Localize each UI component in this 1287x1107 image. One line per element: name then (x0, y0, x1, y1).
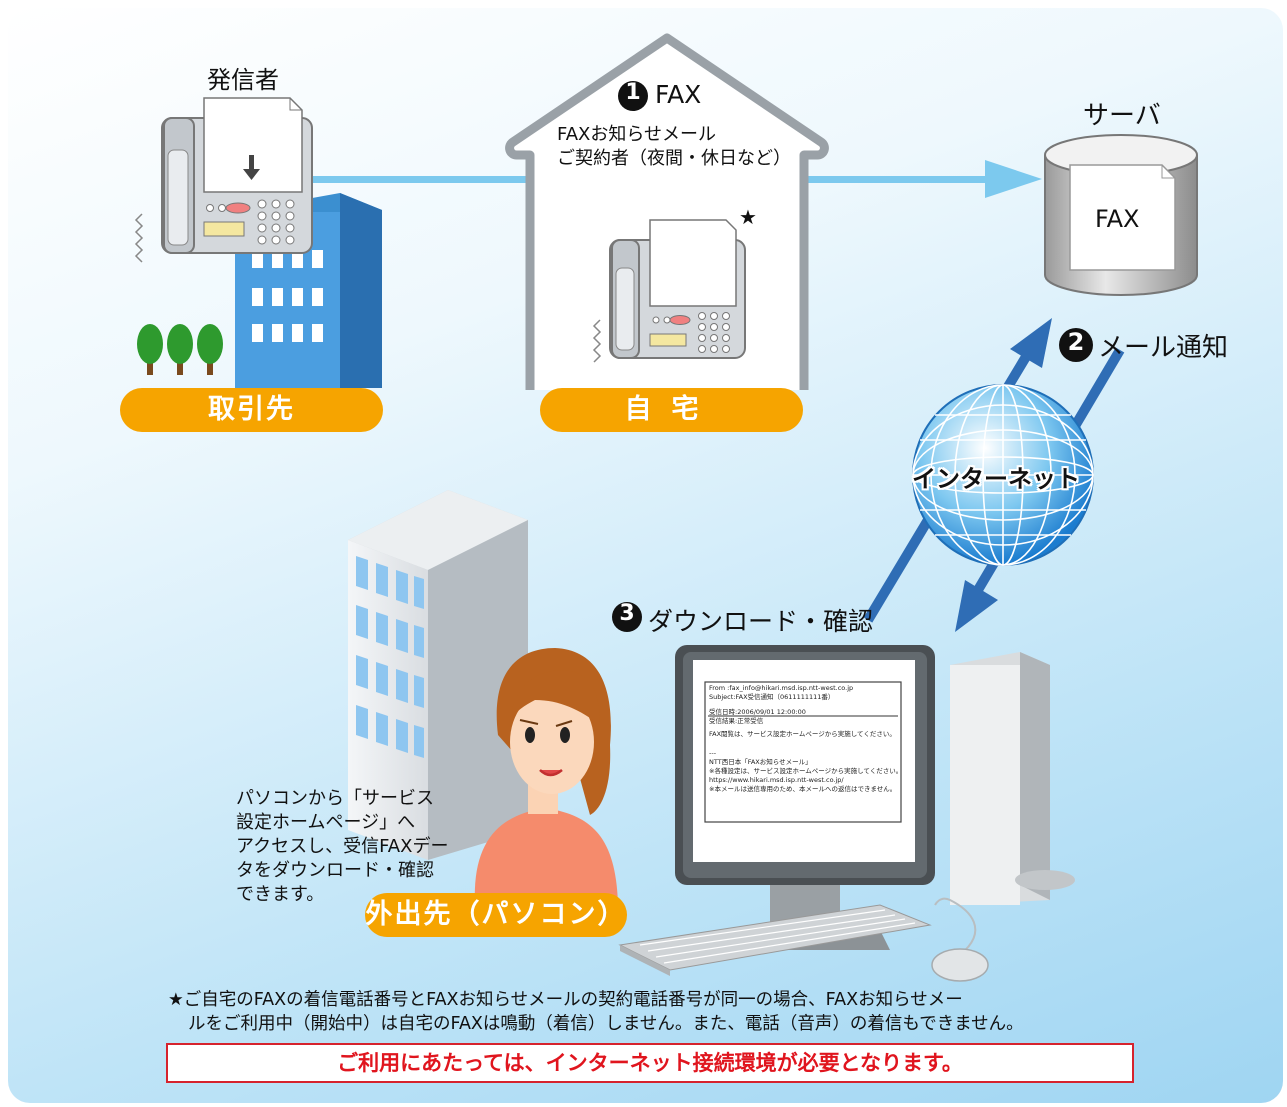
step-1-label: FAX (655, 80, 702, 109)
email-spacer-3 (709, 739, 899, 749)
access-note-line5: できます。 (236, 884, 325, 905)
step-1-number: 1 (625, 80, 641, 105)
email-sender-name: NTT西日本「FAXお知らせメール」 (709, 758, 812, 766)
client-badge: 取引先 (120, 388, 383, 432)
server-label: サーバ (1083, 101, 1161, 131)
home-subscriber-line1: FAXお知らせメール (557, 124, 716, 145)
email-noreply-note: ※本メールは送信専用のため、本メールへの返信はできません。 (709, 785, 897, 793)
step-3-number: 3 (619, 601, 635, 626)
trees (137, 324, 223, 375)
sender-label: 発信者 (207, 66, 279, 94)
email-from: From :fax_info@hikari.msd.isp.ntt-west.c… (709, 684, 854, 692)
access-note-line4: タをダウンロード・確認 (236, 860, 434, 881)
computer-monitor (675, 645, 935, 950)
step-3-label: ダウンロード・確認 (648, 607, 874, 636)
access-note: パソコンから「サービス 設定ホームページ」へ アクセスし、受信FAXデー タをダ… (236, 787, 448, 907)
internet-globe (912, 384, 1094, 566)
woman-figure (474, 648, 618, 905)
access-note-line2: 設定ホームページ」へ (236, 812, 416, 833)
footnote-line2: ルをご利用中（開始中）は自宅のFAXは鳴動（着信）しません。また、電話（音声）の… (188, 1014, 1024, 1034)
email-preview: From :fax_info@hikari.msd.isp.ntt-west.c… (709, 684, 903, 794)
email-received-result: 受信結果:正常受信 (709, 717, 764, 725)
outside-pc-badge: 外出先（パソコン） (365, 893, 627, 937)
email-view-note: FAX閲覧は、サービス設定ホームページから実施してください。 (709, 730, 896, 738)
server-cylinder (1044, 134, 1198, 296)
keyboard (618, 904, 932, 976)
client-building (235, 193, 382, 388)
email-received-date: 受信日時:2006/09/01 12:00:00 (709, 708, 806, 716)
step-2-label: メール通知 (1098, 333, 1229, 363)
step-2-number: 2 (1067, 328, 1085, 356)
email-settings-note: ※各種設定は、サービス設定ホームページから実施してください。 (709, 767, 903, 775)
server-fax-text: FAX (1095, 205, 1140, 233)
step-markers (612, 81, 1093, 632)
internet-label: インターネット (912, 465, 1080, 493)
mouse (931, 897, 989, 982)
star-mark: ★ (739, 205, 757, 229)
access-note-line1: パソコンから「サービス (236, 788, 434, 809)
email-url: https://www.hikari.msd.isp.ntt-west.co.j… (709, 776, 844, 784)
home-subscriber-line2: ご契約者（夜間・休日など） (557, 148, 791, 169)
sender-fax-machine (134, 97, 313, 263)
home-fax-machine (592, 219, 746, 363)
home-badge: 自宅 (540, 388, 803, 432)
requirement-notice: ご利用にあたっては、インターネット接続環境が必要となります。 (166, 1043, 1134, 1083)
email-subject: Subject:FAX受信通知（0611111111番） (709, 693, 835, 701)
footnote-line1: ★ご自宅のFAXの着信電話番号とFAXお知らせメールの契約電話番号が同一の場合、… (168, 990, 963, 1010)
pc-tower (950, 652, 1075, 905)
email-divider: --- (709, 749, 717, 757)
access-note-line3: アクセスし、受信FAXデー (236, 836, 449, 857)
office-building (348, 490, 528, 860)
